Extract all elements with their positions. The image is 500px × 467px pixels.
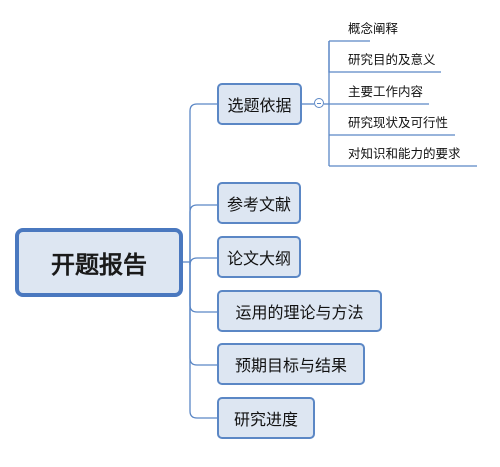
- topic-theory-methods[interactable]: 运用的理论与方法: [217, 290, 382, 332]
- root-topic-label: 开题报告: [51, 251, 147, 279]
- branch-connector-5: [189, 262, 217, 366]
- topic-label: 选题依据: [227, 96, 292, 115]
- subtopic-knowledge-requirements[interactable]: 对知识和能力的要求: [348, 146, 461, 161]
- topic-thesis-outline[interactable]: 论文大纲: [217, 236, 301, 278]
- branch-connector-1: [189, 103, 217, 262]
- topic-label: 运用的理论与方法: [235, 303, 364, 322]
- subtopic-connector-2: [328, 41, 441, 73]
- topic-label: 预期目标与结果: [234, 356, 347, 375]
- branch-connector-2: [189, 204, 217, 262]
- subtopic-purpose-significance[interactable]: 研究目的及意义: [348, 52, 436, 67]
- topic-label: 参考文献: [226, 195, 291, 214]
- subtopic-status-feasibility[interactable]: 研究现状及可行性: [348, 115, 449, 130]
- subtopic-concept-explanation[interactable]: 概念阐释: [348, 21, 399, 36]
- subtopic-main-work[interactable]: 主要工作内容: [348, 84, 424, 99]
- topic-expected-goals[interactable]: 预期目标与结果: [217, 343, 365, 385]
- topic-label: 论文大纲: [226, 249, 291, 268]
- branch-connector-4: [189, 262, 217, 313]
- root-topic[interactable]: 开题报告: [15, 228, 183, 297]
- topic-label: 研究进度: [233, 410, 298, 429]
- topic-selection-basis[interactable]: 选题依据: [217, 83, 302, 125]
- collapse-toggle-icon[interactable]: [314, 98, 324, 108]
- branch-connector-3: [189, 257, 217, 266]
- topic-references[interactable]: 参考文献: [217, 182, 301, 224]
- branch-connector-6: [189, 262, 217, 419]
- topic-research-schedule[interactable]: 研究进度: [217, 397, 315, 439]
